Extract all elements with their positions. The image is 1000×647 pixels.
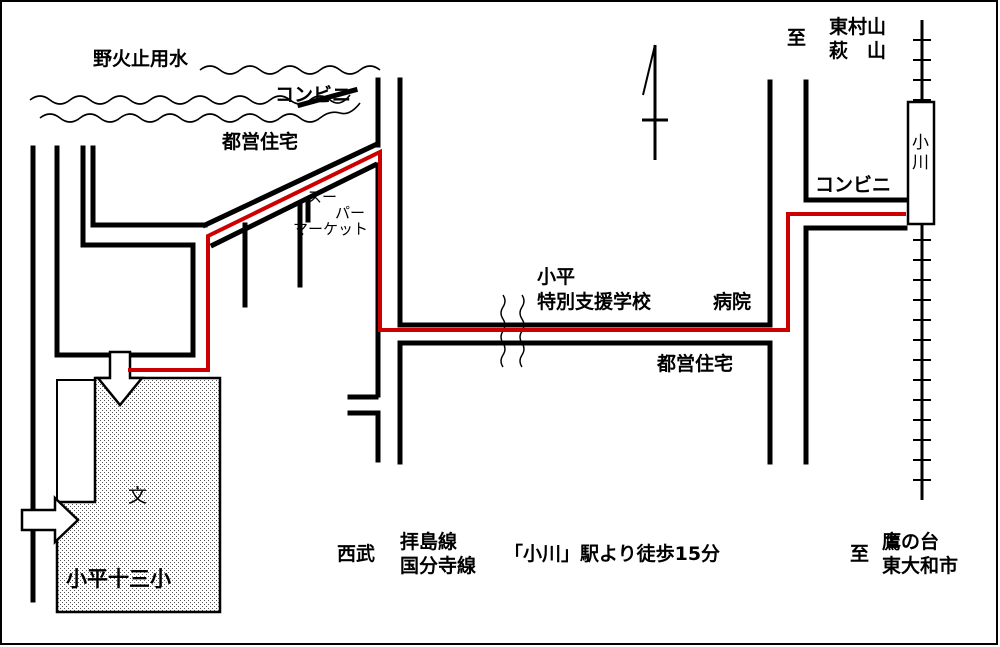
ogawa-station-box (906, 100, 936, 226)
public-housing-center-label: 都営住宅 (657, 353, 734, 375)
entrance-arrow-left-icon (20, 495, 80, 545)
line-label-2: 国分寺線 (400, 555, 477, 577)
railway-line (913, 20, 931, 500)
supermarket-label-1: スー (307, 188, 338, 206)
canal-waves (29, 65, 381, 123)
convenience-store-ne-label: コンビニ (815, 174, 892, 196)
special-school-label-1: 小平 (537, 266, 576, 288)
school-annex (56, 379, 96, 503)
public-housing-nw-label: 都営住宅 (222, 131, 299, 153)
to-south-prefix: 至 (850, 543, 870, 565)
supermarket-label-2: パー (335, 204, 366, 222)
hospital-label: 病院 (713, 291, 752, 313)
north-arrow-icon (642, 44, 668, 160)
walking-route (128, 148, 906, 372)
entrance-arrow-icon (95, 350, 145, 407)
special-school-label-2: 特別支援学校 (537, 291, 652, 313)
station-name-label: 小川 (912, 133, 929, 173)
railway-company-label: 西武 (337, 543, 376, 565)
to-south-destination-2: 東大和市 (882, 555, 959, 577)
to-north-prefix: 至 (787, 27, 807, 49)
canal-label: 野火止用水 (93, 48, 189, 70)
convenience-store-nw-label: コンビニ (275, 84, 352, 106)
to-north-destination-2: 萩 山 (829, 40, 887, 62)
school-symbol: 文 (128, 485, 148, 507)
supermarket-label-3: マーケット (293, 220, 369, 238)
to-north-destination-1: 東村山 (829, 16, 887, 38)
school-name-label: 小平十三小 (66, 567, 171, 591)
access-note: 「小川」駅より徒歩15分 (504, 543, 721, 565)
to-south-destination-1: 鷹の台 (882, 531, 940, 553)
school-grounds (55, 376, 222, 614)
line-label-1: 拝島線 (400, 531, 458, 553)
